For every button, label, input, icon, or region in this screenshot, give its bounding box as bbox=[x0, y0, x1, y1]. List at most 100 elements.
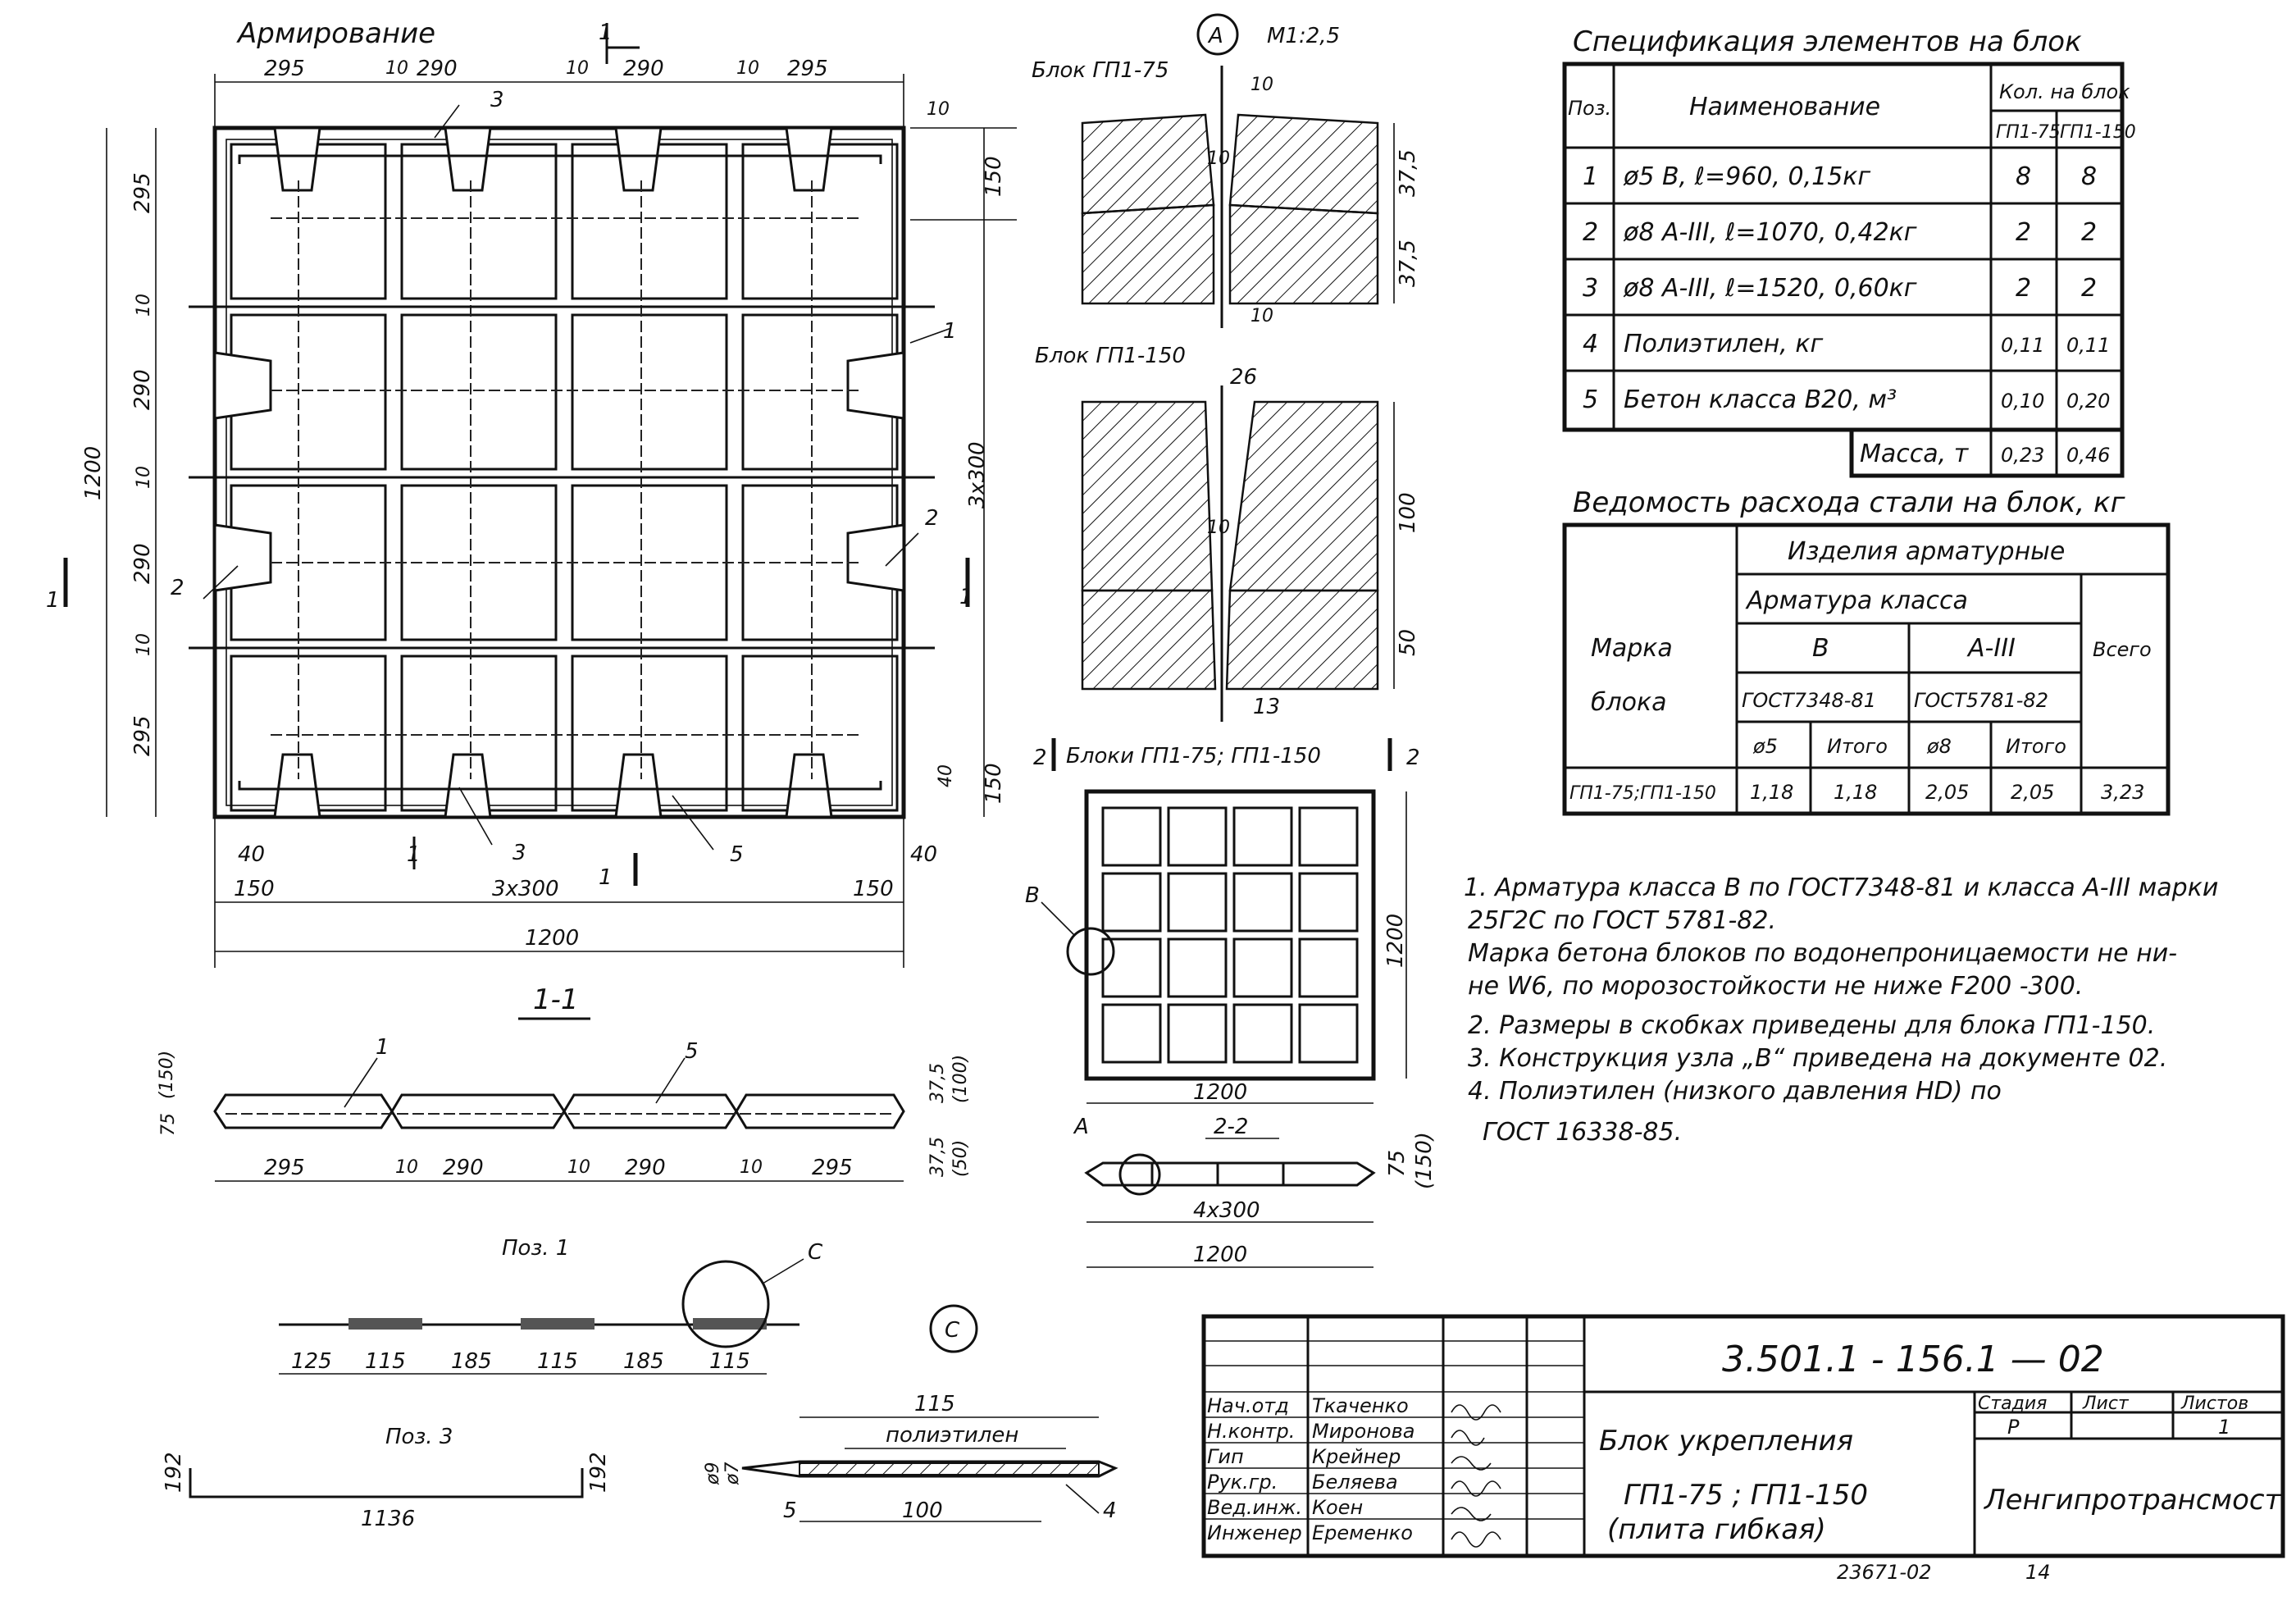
block-view: 2 Блоки ГП1-75; ГП1-150 2 В 1200 1200 А … bbox=[1025, 738, 1437, 1268]
spec-r5-q1: 0,10 bbox=[2001, 390, 2044, 413]
pos-leader-5: 5 bbox=[730, 842, 744, 867]
spec-h-gp75: ГП1-75 bbox=[1996, 122, 2061, 143]
spec-h-gp150: ГП1-150 bbox=[2060, 122, 2136, 143]
spec-title: Спецификация элементов на блок bbox=[1573, 25, 2082, 58]
title-name-1: Блок укрепления bbox=[1599, 1425, 1853, 1457]
title-block: 3.501.1 - 156.1 — 02 Нач.отд Н.контр. Ги… bbox=[1201, 1314, 2285, 1584]
detail-c-dim-7: ø7 bbox=[722, 1462, 743, 1485]
steel-row-total: 3,23 bbox=[2101, 781, 2144, 804]
top-dim-5: 290 bbox=[623, 57, 664, 81]
name-1: Ткаченко bbox=[1312, 1394, 1409, 1417]
plate-notches bbox=[213, 126, 905, 819]
left-dim-4: 10 bbox=[134, 466, 154, 489]
section-1-1: 1-1 1 5 (150) 75 37,5 (100) 37,5 (50) 29… bbox=[157, 983, 971, 1182]
doc-code: 3.501.1 - 156.1 — 02 bbox=[1722, 1339, 2104, 1380]
joint-150-dim-100: 100 bbox=[1396, 492, 1420, 533]
spec-mass-150: 0,46 bbox=[2066, 444, 2110, 467]
pos-leader-2-left: 2 bbox=[171, 576, 184, 600]
spec-r4-q2: 0,11 bbox=[2066, 334, 2110, 357]
left-dim-3: 290 bbox=[130, 369, 155, 410]
steel-row-sum2: 2,05 bbox=[2011, 781, 2054, 804]
joint-75-dim-10-mid: 10 bbox=[1207, 148, 1230, 169]
section-dim-3: 290 bbox=[443, 1156, 484, 1180]
archive-number: 23671-02 bbox=[1837, 1561, 1932, 1584]
pos3-leg-left: 192 bbox=[162, 1452, 186, 1493]
section-dim-2: 10 bbox=[395, 1157, 418, 1178]
pos3-leg-right: 192 bbox=[586, 1452, 611, 1493]
top-dim-2: 10 bbox=[385, 58, 408, 79]
section-dim-left-top: (150) bbox=[157, 1051, 177, 1099]
cut-label-left: 1 bbox=[46, 588, 60, 613]
stage-label: Стадия bbox=[1978, 1393, 2047, 1414]
pos3-bar: Поз. 3 192 192 1136 bbox=[162, 1425, 611, 1531]
top-dim-6: 10 bbox=[736, 58, 759, 79]
name-5: Коен bbox=[1312, 1496, 1363, 1519]
bottom-dim-150-right: 150 bbox=[853, 877, 894, 901]
section-dim-75: 75 bbox=[1385, 1150, 1410, 1177]
pos1-dim-6: 115 bbox=[709, 1349, 750, 1374]
joint-title-75: Блок ГП1-75 bbox=[1032, 58, 1168, 83]
role-5: Вед.инж. bbox=[1207, 1496, 1302, 1519]
section-dim-1: 295 bbox=[264, 1156, 305, 1180]
callout-b: В bbox=[1025, 883, 1040, 908]
steel-h-sum2: Итого bbox=[2006, 735, 2066, 758]
section-dim-right-375b: 37,5 bbox=[927, 1137, 948, 1177]
cut-2-right: 2 bbox=[1406, 746, 1420, 770]
joint-75-dim-375b: 37,5 bbox=[1396, 239, 1420, 287]
sheets-value: 1 bbox=[2218, 1416, 2230, 1439]
role-6: Инженер bbox=[1207, 1521, 1302, 1544]
cut-2-left: 2 bbox=[1033, 746, 1047, 770]
block-dim-1200-right: 1200 bbox=[1383, 914, 1408, 968]
steel-row-d8: 2,05 bbox=[1925, 781, 1969, 804]
joint-75-dim-10-top: 10 bbox=[1250, 75, 1273, 95]
pos1-dim-3: 185 bbox=[451, 1349, 492, 1374]
right-dim-150-bot: 150 bbox=[982, 763, 1006, 804]
steel-row-mark: ГП1-75;ГП1-150 bbox=[1569, 783, 1716, 804]
role-4: Рук.гр. bbox=[1207, 1471, 1278, 1494]
scale-label: М1:2,5 bbox=[1267, 24, 1340, 48]
detail-c-callout: С bbox=[945, 1318, 960, 1343]
steel-h-total: Всего bbox=[2093, 638, 2152, 661]
top-dim-4: 10 bbox=[566, 58, 589, 79]
pos1-title: Поз. 1 bbox=[502, 1236, 569, 1261]
detail-c: С 115 полиэтилен ø9 ø7 5 100 4 bbox=[703, 1304, 1118, 1523]
section-1-1-title: 1-1 bbox=[533, 983, 579, 1016]
pos3-title: Поз. 3 bbox=[385, 1425, 453, 1449]
left-dim-1200: 1200 bbox=[81, 446, 106, 500]
left-dim-5: 290 bbox=[130, 543, 155, 584]
joint-150-dim-50: 50 bbox=[1396, 629, 1420, 656]
block-dim-1200-bottom: 1200 bbox=[1193, 1080, 1247, 1105]
right-dim-3x300: 3x300 bbox=[965, 441, 990, 509]
left-dim-7: 295 bbox=[130, 715, 155, 756]
spec-r3-q2: 2 bbox=[2081, 274, 2097, 303]
section-2-2-title: 2-2 bbox=[1214, 1115, 1248, 1139]
spec-r5-pos: 5 bbox=[1583, 385, 1598, 414]
joint-title-150: Блок ГП1-150 bbox=[1035, 344, 1186, 368]
top-dim-1: 295 bbox=[264, 57, 305, 81]
steel-h-b: В bbox=[1812, 634, 1829, 663]
steel-h-a3: А-ІІІ bbox=[1966, 634, 2016, 663]
note-line-4: не W6, по морозостойкости не ниже F200 -… bbox=[1468, 972, 2083, 1001]
left-dim-2: 10 bbox=[134, 294, 154, 317]
note-line-5: 2. Размеры в скобках приведены для блока… bbox=[1468, 1011, 2155, 1040]
pos-leader-2-right: 2 bbox=[925, 506, 939, 531]
section-dim-right-375: 37,5 bbox=[927, 1063, 948, 1103]
spec-r1-q1: 8 bbox=[2016, 162, 2031, 191]
spec-r3-pos: 3 bbox=[1583, 274, 1598, 303]
detail-c-dim-5: 5 bbox=[783, 1498, 797, 1523]
note-line-1: 1. Арматура класса В по ГОСТ7348-81 и кл… bbox=[1464, 873, 2218, 902]
top-dim-3: 290 bbox=[417, 57, 458, 81]
role-2: Н.контр. bbox=[1207, 1420, 1295, 1443]
notes: 1. Арматура класса В по ГОСТ7348-81 и кл… bbox=[1464, 873, 2218, 1147]
spec-mass-label: Масса, т bbox=[1860, 440, 1970, 468]
sheets-label: Листов bbox=[2180, 1393, 2248, 1414]
cut-label-bottom-1: 1 bbox=[407, 842, 421, 867]
spec-r3-q1: 2 bbox=[2016, 274, 2031, 303]
org-name: Ленгипротрансмост bbox=[1983, 1484, 2282, 1517]
section-dim-4x300: 4x300 bbox=[1193, 1198, 1260, 1223]
reinforcement-plan: Армирование 1 bbox=[46, 17, 1017, 968]
steel-table: Ведомость расхода стали на блок, кг Изде… bbox=[1562, 486, 2171, 816]
reinforcement-title: Армирование bbox=[236, 17, 435, 50]
pos1-callout-c: С bbox=[808, 1240, 823, 1265]
